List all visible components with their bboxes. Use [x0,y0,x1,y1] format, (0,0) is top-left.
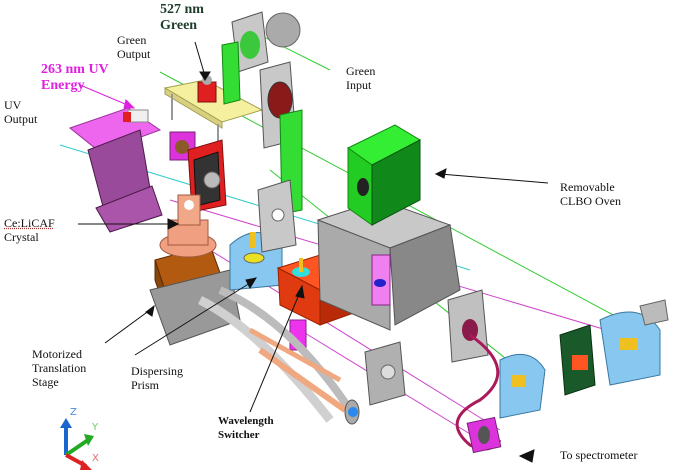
pointer-527-green [194,41,206,77]
label-dispersing-prism: Dispersing Prism [131,364,183,392]
right-side-optics [499,299,669,419]
label-527nm-green: 527 nm Green [160,2,204,33]
axis-z-label: Z [70,407,77,418]
axis-y-label: Y [91,422,99,433]
label-crystal-word: Crystal [4,230,39,244]
axis-x-arrow [80,460,92,470]
label-green-output: Green Output [117,33,151,61]
clbo-oven [316,124,461,331]
axis-y-arrow [84,434,94,446]
label-clbo-oven: Removable CLBO Oven [560,180,621,208]
annotation-pointers [78,41,549,463]
red-black-mount [187,139,227,213]
crystal-mount-and-stage [149,194,241,346]
pointer-spectrometer [518,449,535,463]
green-mirror-mount [197,75,217,103]
axis-z-arrow [60,418,72,428]
label-wavelength-switcher: Wavelength Switcher [218,415,274,441]
label-to-spectrometer: To spectrometer [560,448,638,462]
label-green-input: Green Input [346,64,376,92]
pointer-stage [104,309,151,344]
uv-output-assembly [68,107,163,233]
pointer-switcher [249,291,301,413]
label-translation-stage: Motorized Translation Stage [32,347,87,389]
lower-gray-mounts [257,179,489,406]
label-263nm-uv-energy: 263 nm UV Energy [41,62,109,93]
axis-triad: Z Y X [60,407,99,470]
cables [197,286,360,425]
axis-x-label: X [92,453,99,464]
axis-y-line [64,438,90,457]
label-crystal-name: Ce:LiCAF [4,216,55,230]
magenta-lens-mount [169,131,196,161]
spectrometer-fiber [455,333,502,454]
pointer-clbo [439,173,549,184]
label-uv-output: UV Output [4,98,38,126]
pointer-uv-energy [79,84,131,107]
green-beam-main [159,71,661,341]
pointer-prism [134,282,251,356]
